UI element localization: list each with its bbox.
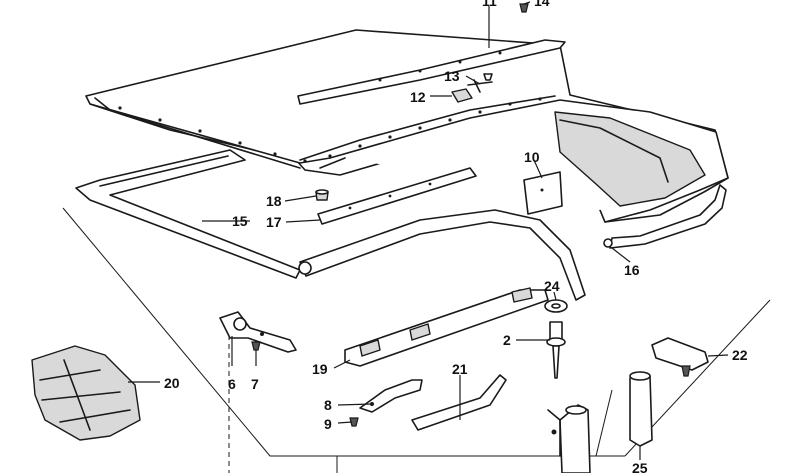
callout-labels: 11 14 13 12 10 18 17 15 16 24 2 19 21 8 … <box>164 0 748 473</box>
plug-18 <box>315 189 329 201</box>
cap-22 <box>651 337 709 377</box>
callout-22: 22 <box>732 347 748 363</box>
key-wrench-21 <box>411 374 507 431</box>
callout-2: 2 <box>503 332 511 348</box>
handle-8 <box>359 379 423 413</box>
callout-18: 18 <box>266 193 282 209</box>
callout-10: 10 <box>524 149 540 165</box>
seal-strip-17 <box>317 167 477 225</box>
callout-19: 19 <box>312 361 328 377</box>
callout-11: 11 <box>482 0 497 9</box>
callout-25: 25 <box>632 460 648 473</box>
screw-14 <box>519 3 529 13</box>
locating-pin-2 <box>546 321 566 379</box>
support-post-25 <box>547 371 653 473</box>
hinge-6 <box>219 311 297 353</box>
guide-rail-19 <box>344 287 549 367</box>
callout-20: 20 <box>164 375 180 391</box>
folded-cover-20 <box>31 345 141 441</box>
leader-lines <box>128 1 729 460</box>
side-frame-15 <box>75 149 586 301</box>
cover-plate-10 <box>523 171 563 215</box>
callout-8: 8 <box>324 397 332 413</box>
hardtop-shell <box>85 29 729 249</box>
callout-15: 15 <box>232 213 248 229</box>
callout-17: 17 <box>266 214 282 230</box>
callout-7: 7 <box>251 376 259 392</box>
callout-13: 13 <box>444 68 460 84</box>
callout-6: 6 <box>228 376 236 392</box>
roof-trim-strip <box>297 39 566 105</box>
mount-bracket-12 <box>451 73 493 103</box>
callout-16: 16 <box>624 262 640 278</box>
callout-12: 12 <box>410 89 426 105</box>
callout-24: 24 <box>544 278 560 294</box>
screw-9 <box>349 417 359 427</box>
washer-24 <box>544 299 568 313</box>
callout-21: 21 <box>452 361 468 377</box>
screw-7 <box>251 341 261 351</box>
callout-14: 14 <box>534 0 550 9</box>
callout-9: 9 <box>324 416 332 432</box>
